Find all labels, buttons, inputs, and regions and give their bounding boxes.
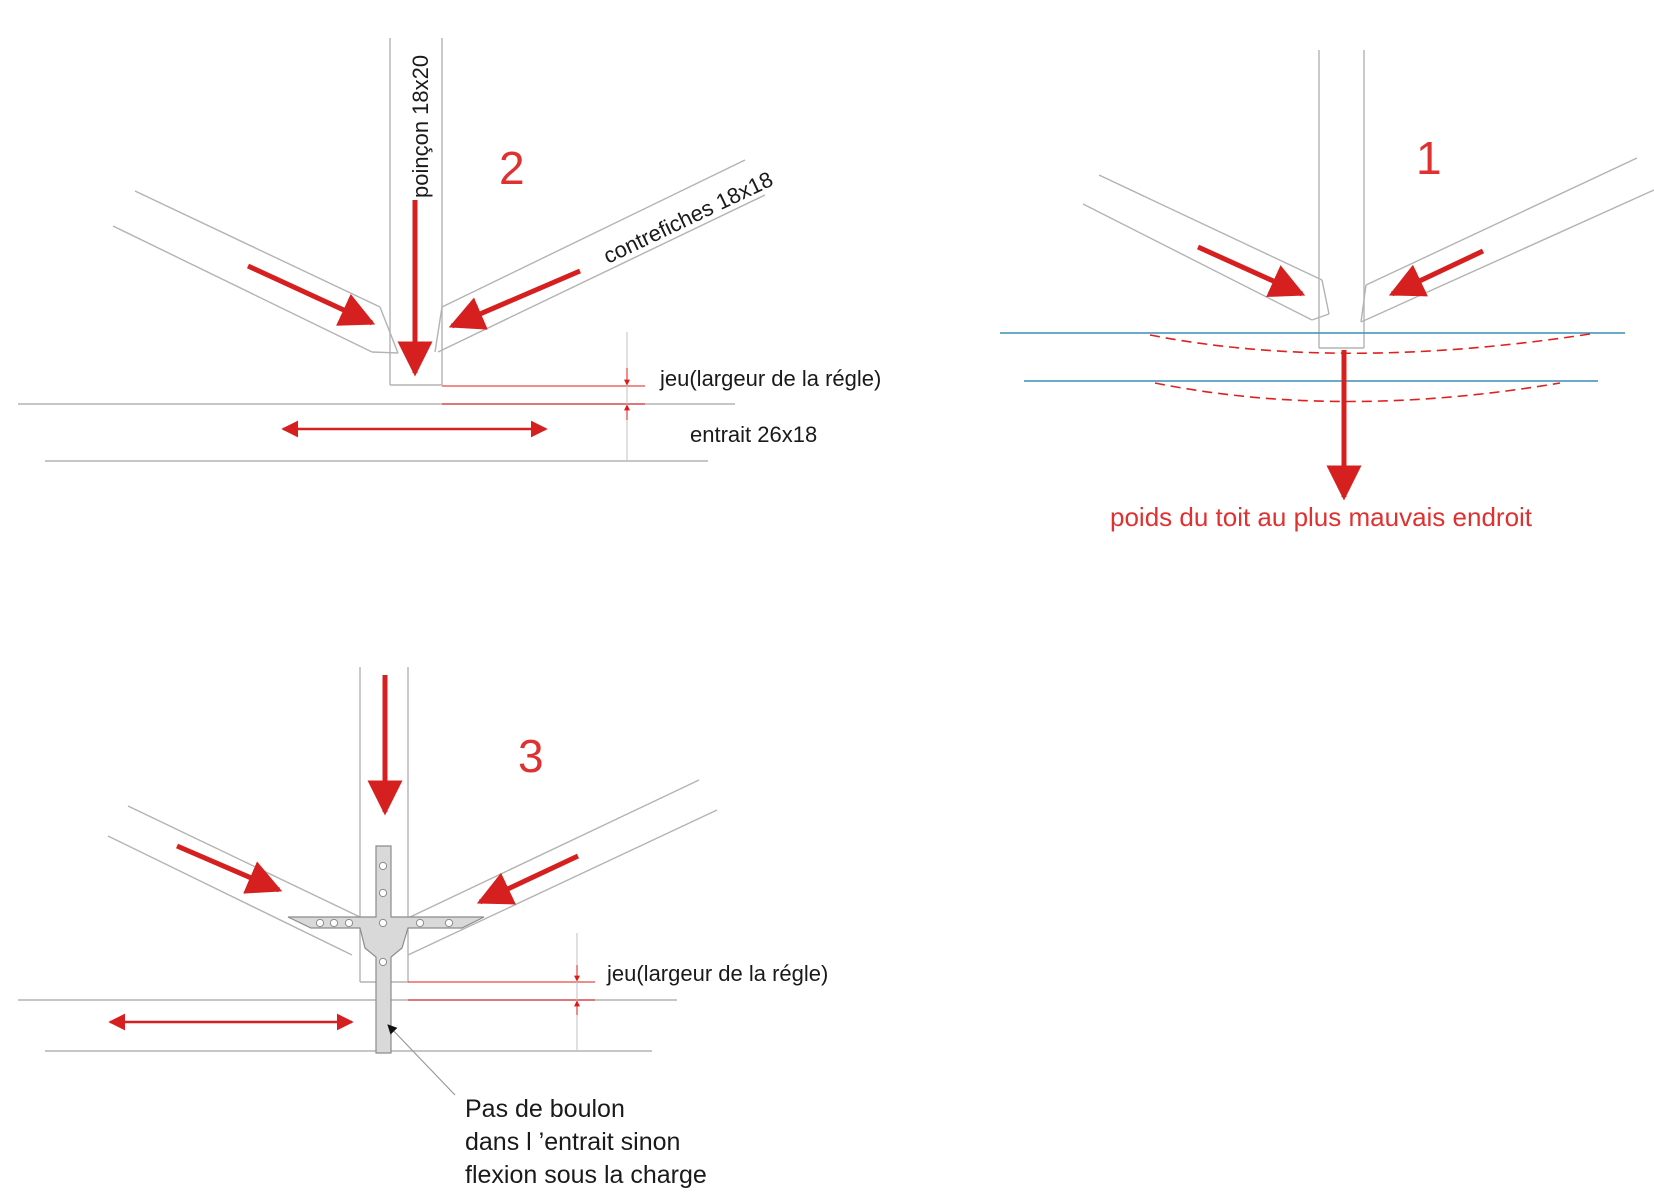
- tie-beam-label: entrait 26x18: [690, 422, 817, 447]
- left-strut: [112, 190, 399, 354]
- right-strut: [434, 159, 766, 353]
- bolt-hole: [315, 918, 325, 928]
- bolt-hole: [344, 918, 354, 928]
- king-post-label: poinçon 18x20: [408, 55, 433, 198]
- deflection-lines: [1000, 332, 1625, 403]
- note-pointer: [387, 1024, 456, 1096]
- force-arrows-3: [108, 675, 580, 1031]
- bolt-hole: [329, 918, 339, 928]
- king-post-1: [1318, 50, 1365, 349]
- bolt-hole: [378, 918, 388, 928]
- force-arrows-2: [246, 200, 581, 438]
- left-strut-1: [1082, 174, 1330, 321]
- bolt-hole: [415, 918, 425, 928]
- tie-beam-3: [18, 999, 677, 1052]
- steel-cross-plate: [287, 845, 485, 1054]
- gap-label-3: jeu(largeur de la régle): [606, 961, 828, 986]
- bolt-hole: [378, 957, 388, 967]
- bolt-hole: [378, 888, 388, 898]
- diagram-2: 2 poinçon 18x20 contrefiches 18x18 jeu(l…: [18, 38, 881, 462]
- bolt-hole: [444, 918, 454, 928]
- bolt-hole: [378, 861, 388, 871]
- diagram-1-number: 1: [1416, 132, 1442, 184]
- diagram-3-number: 3: [518, 730, 544, 782]
- gap-label: jeu(largeur de la régle): [659, 366, 881, 391]
- note-line-1: Pas de boulon: [465, 1095, 625, 1123]
- right-strut-3: [407, 779, 718, 956]
- gap-indicator-3: [408, 933, 595, 1050]
- load-label: poids du toit au plus mauvais endroit: [1110, 502, 1533, 532]
- note-line-3: flexion sous la charge: [465, 1161, 707, 1189]
- left-strut-3: [107, 805, 363, 956]
- diagram-2-number: 2: [499, 142, 525, 194]
- force-arrows-1: [1196, 244, 1485, 501]
- right-strut-1: [1360, 157, 1654, 323]
- note-line-2: dans l ’entrait sinon: [465, 1128, 680, 1156]
- diagram-1: 1 poids du toit au plus mauvais endroit: [1000, 50, 1654, 532]
- gap-indicator: [442, 332, 645, 460]
- diagram-3: 3 jeu(largeur de la régle) Pas de boulon…: [18, 667, 828, 1189]
- king-post: [389, 38, 443, 386]
